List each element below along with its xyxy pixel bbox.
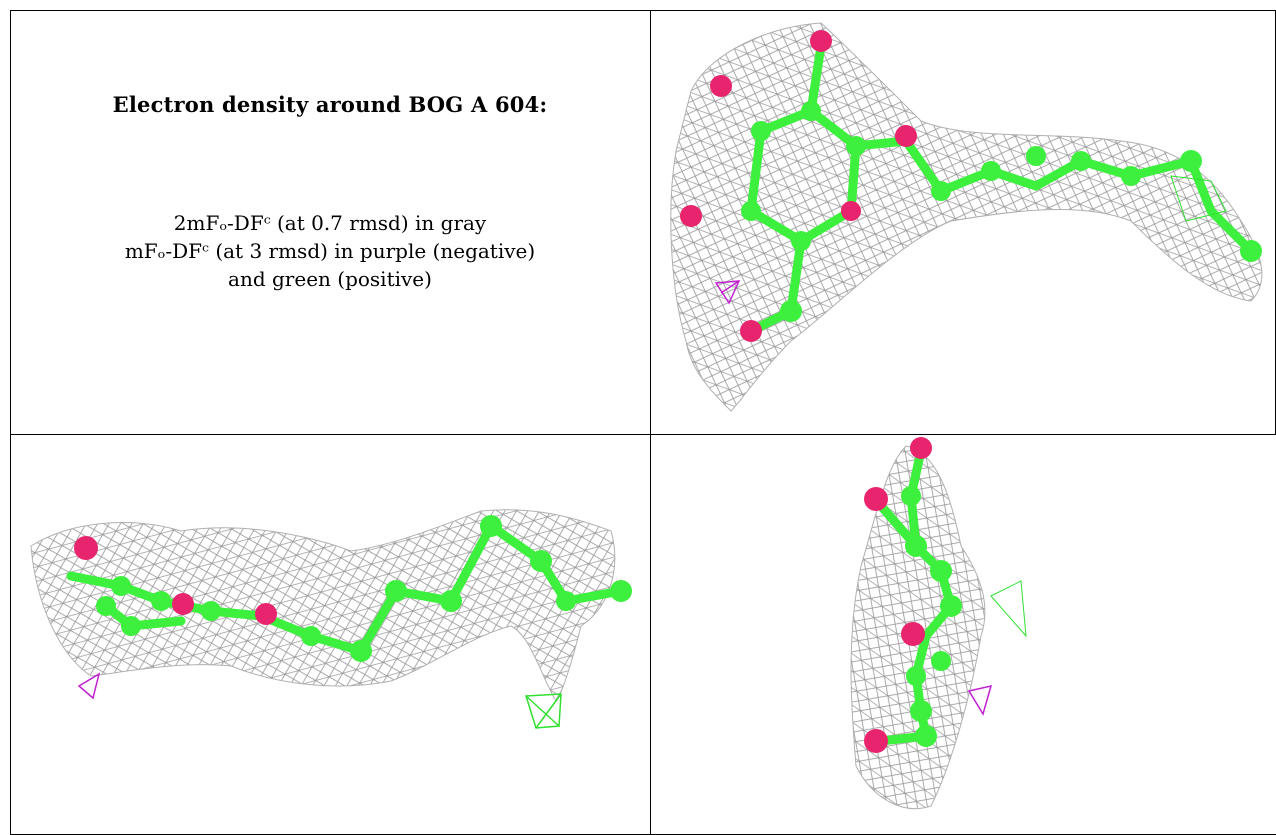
negative-density-purple [714, 280, 741, 305]
density-mesh-gray [30, 509, 616, 702]
caption-description: 2mFₒ-DFᶜ (at 0.7 rmsd) in gray mFₒ-DFᶜ (… [125, 209, 535, 293]
table-center-border [650, 10, 651, 835]
table-left-border [10, 10, 11, 835]
density-image-1 [670, 22, 1263, 412]
caption-line-1: 2mFₒ-DFᶜ (at 0.7 rmsd) in gray [173, 211, 487, 235]
negative-density-purple [77, 672, 101, 700]
positive-density-green [990, 580, 1027, 638]
ligand-atoms [864, 437, 962, 753]
caption-line-2: mFₒ-DFᶜ (at 3 rmsd) in purple (negative) [124, 239, 536, 263]
negative-density-purple [967, 684, 993, 716]
positive-density-green [1170, 175, 1227, 222]
density-image-3 [850, 437, 1027, 810]
ligand-atoms [74, 515, 632, 662]
positive-density-green [524, 693, 562, 729]
density-view-bottom-right [651, 436, 1271, 824]
caption-title: Electron density around BOG A 604: [112, 92, 548, 117]
ligand-atoms [680, 30, 1262, 342]
density-view-bottom-left [11, 436, 639, 824]
table-mid-border [10, 434, 1276, 435]
caption-cell: Electron density around BOG A 604: 2mFₒ-… [10, 10, 650, 435]
caption-line-3: and green (positive) [228, 267, 432, 291]
table-top-border [10, 10, 1276, 11]
density-image-2 [30, 509, 632, 729]
density-view-top-right [651, 11, 1275, 424]
